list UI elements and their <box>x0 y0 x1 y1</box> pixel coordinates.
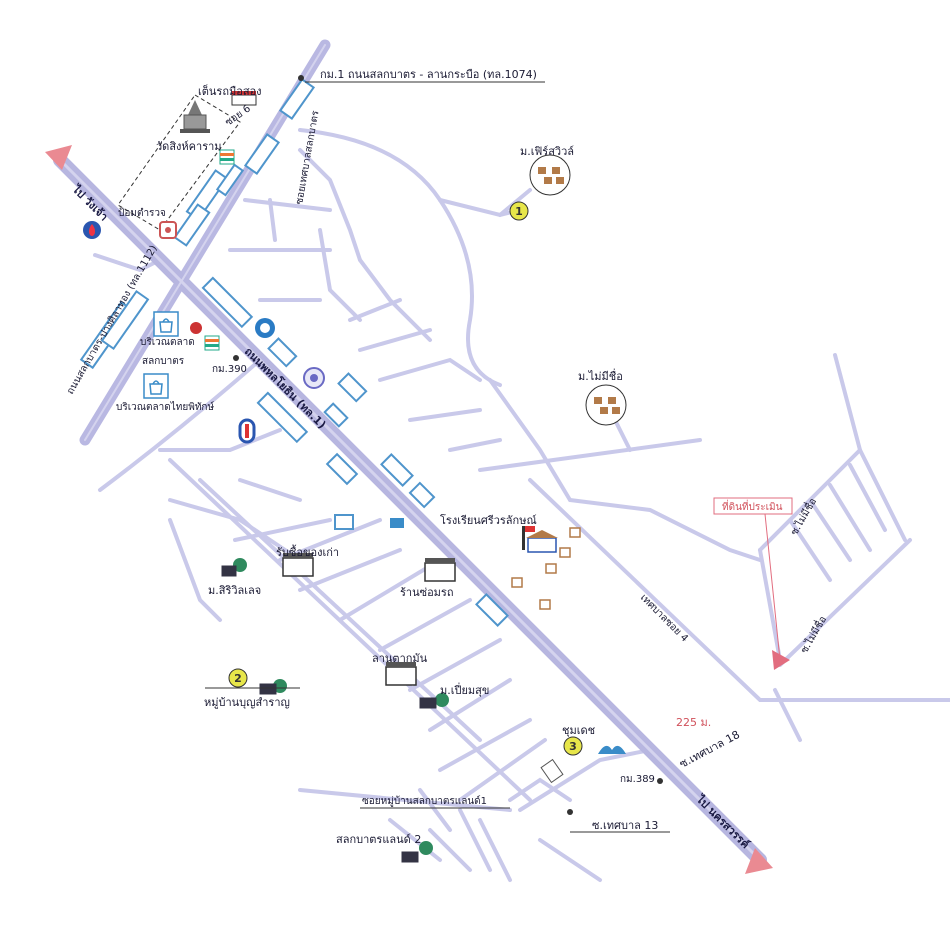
bank-icon <box>190 322 202 334</box>
gas-station-icon <box>83 221 101 239</box>
gas-station-icon <box>303 367 325 389</box>
village-icon <box>585 384 627 426</box>
gas-station-icon <box>255 318 275 338</box>
label-junction: ชุมเดช <box>562 724 595 737</box>
label-salokbat: สลกบาตร <box>142 356 185 367</box>
school-icon <box>522 526 558 553</box>
marker-3: 3 <box>563 736 583 756</box>
km-markers <box>233 75 663 815</box>
building-icon <box>390 518 404 528</box>
marker-1: 1 <box>509 201 529 221</box>
label-km1-road: กม.1 ถนนสลกบาตร - ลานกระบือ (ทล.1074) <box>320 68 537 81</box>
label-car-repair: ร้านซ่อมรถ <box>400 586 454 599</box>
shop-icon <box>231 91 257 106</box>
label-salokbat-land2: สลกบาตรแลนด์ 2 <box>336 833 421 846</box>
marker-1-label: 1 <box>515 205 523 218</box>
temple-boundary <box>117 94 241 231</box>
label-market-thaipitak: บริเวณตลาดไทยพิทักษ์ <box>116 401 214 413</box>
property-flag-icon <box>772 650 790 670</box>
arrow-to-nakhonsawan-icon <box>745 848 773 874</box>
label-tapioca-yard: ลานตากมัน <box>372 652 428 665</box>
label-police-box: ป้อมตำรวจ <box>118 207 166 219</box>
label-soi-tessaban4: เทศบาลซอย 4 <box>638 592 690 644</box>
label-moo-mai-mee-chue: ม.ไม่มีชื่อ <box>578 368 623 383</box>
label-market-area: บริเวณตลาด <box>140 337 195 348</box>
label-distance: 225 ม. <box>676 716 711 729</box>
factory-icon <box>385 662 417 686</box>
factory-icon <box>424 558 456 582</box>
label-moo-baan-boonsaran: หมู่บ้านบุญสำราญ <box>204 696 290 709</box>
wave-icon <box>598 745 626 754</box>
label-km389: กม.389 <box>620 774 655 785</box>
market-icon <box>143 373 169 399</box>
minor-roads <box>93 128 950 882</box>
label-soi-tessaban18: ซ.เทศบาล 18 <box>677 728 742 771</box>
direction-arrows <box>45 145 773 874</box>
label-moo-pleumsuk: ม.เปี่ยมสุข <box>440 682 489 697</box>
house-icon <box>511 527 581 610</box>
label-buy-scrap: รับซื้อของเก่า <box>276 544 339 559</box>
map-labels: กม.1 ถนนสลกบาตร - ลานกระบือ (ทล.1074) เต… <box>65 68 829 851</box>
factory-icon <box>282 553 314 577</box>
marker-2: 2 <box>228 668 248 688</box>
gas-station-icon <box>238 418 256 444</box>
label-soi6: ซอย 6 <box>223 103 252 128</box>
label-property: ที่ดินที่ประเมิน <box>722 499 783 513</box>
label-used-car-market: เต็นรถมือสอง <box>198 84 262 98</box>
marker-3-label: 3 <box>569 740 577 753</box>
label-soi-tessaban13: ซ.เทศบาล 13 <box>592 819 658 832</box>
label-school: โรงเรียนศรีวรลักษณ์ <box>440 513 537 527</box>
property-marker <box>713 497 793 670</box>
marker-2-label: 2 <box>234 672 242 685</box>
seven-eleven-icon <box>204 335 220 351</box>
label-km390: กม.390 <box>212 364 247 375</box>
label-moo-siri-ville: ม.สิริวิลเลจ <box>208 584 261 597</box>
label-soi-temple: ซอยเทศบาลสลกบาตร <box>294 109 321 205</box>
label-soi-mai-mee-chue-2: ซ.ไม่มีชื่อ <box>796 613 829 655</box>
label-moo-fairs-ville: ม.เฟิร์สวิวล์ <box>520 145 574 158</box>
village-icon <box>529 154 571 196</box>
label-leaders <box>205 81 670 833</box>
temple-icon <box>180 100 210 133</box>
building-rows <box>79 78 509 627</box>
label-temple: วัดสิงห์คาราม <box>156 140 222 153</box>
market-icon <box>153 311 179 337</box>
label-to-nakhonsawan: ไป นครสวรรค์ <box>692 791 752 851</box>
police-box-icon <box>159 221 177 239</box>
seven-eleven-icon <box>219 149 235 165</box>
label-soi-moo-baan: ซอยหมู่บ้านสลกบาตรแลนด์1 <box>362 795 487 807</box>
house-icon <box>221 565 437 863</box>
arrow-to-wangchao-icon <box>45 145 72 170</box>
building-icon <box>540 758 564 784</box>
